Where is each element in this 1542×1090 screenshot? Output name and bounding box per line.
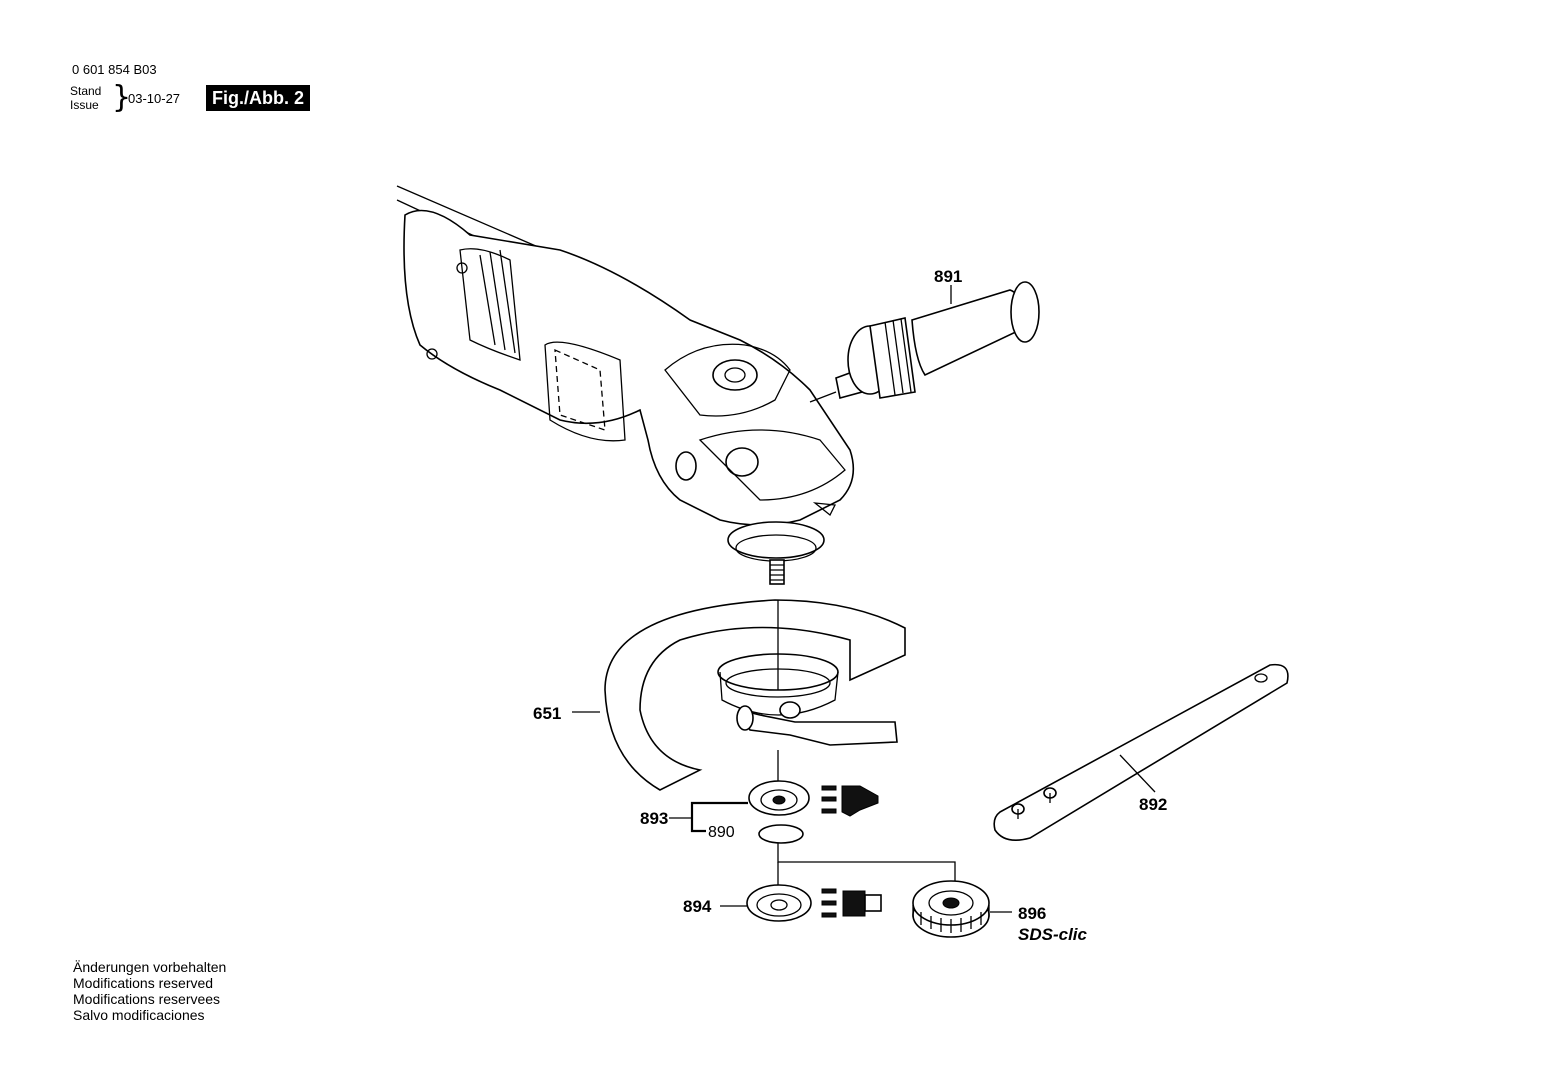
figure-label: Fig./Abb. 2 (206, 85, 310, 111)
nut-orientation-icon (821, 888, 882, 918)
part-label-896: 896 (1018, 904, 1046, 923)
notice-line-de: Änderungen vorbehalten (73, 959, 227, 975)
part-label-894: 894 (683, 897, 712, 916)
part-896-sds-clic-nut (912, 880, 1012, 938)
part-891-auxiliary-handle (809, 281, 1040, 403)
part-label-893: 893 (640, 809, 668, 828)
issue-date: 03-10-27 (128, 91, 181, 106)
part-label-890: 890 (708, 824, 735, 841)
part-890-o-ring (758, 824, 804, 844)
stand-label: Stand (70, 84, 102, 98)
assembly-axis-line (777, 840, 956, 885)
part-label-892: 892 (1139, 795, 1167, 814)
notice-line-es: Salvo modificaciones (73, 1007, 205, 1023)
part-893-mounting-flange (690, 780, 810, 833)
part-label-891: 891 (934, 267, 962, 286)
notice-line-fr: Modifications reservees (73, 991, 221, 1007)
brace-icon: } (112, 80, 132, 115)
angle-grinder-drawing (396, 185, 855, 585)
part-label-sds-clic: SDS-clic (1018, 925, 1088, 944)
flange-orientation-icon (821, 785, 879, 817)
part-894-clamping-nut (746, 884, 812, 922)
part-892-two-pin-spanner (993, 663, 1289, 841)
modifications-notice: Änderungen vorbehalten Modifications res… (73, 959, 226, 1023)
notice-line-en: Modifications reserved (73, 975, 214, 991)
issue-label: Issue (70, 98, 99, 112)
stand-issue-labels: Stand Issue (70, 84, 101, 112)
document-number: 0 601 854 B03 (72, 62, 157, 77)
part-651-wheel-guard (572, 599, 906, 791)
part-label-651: 651 (533, 704, 561, 723)
